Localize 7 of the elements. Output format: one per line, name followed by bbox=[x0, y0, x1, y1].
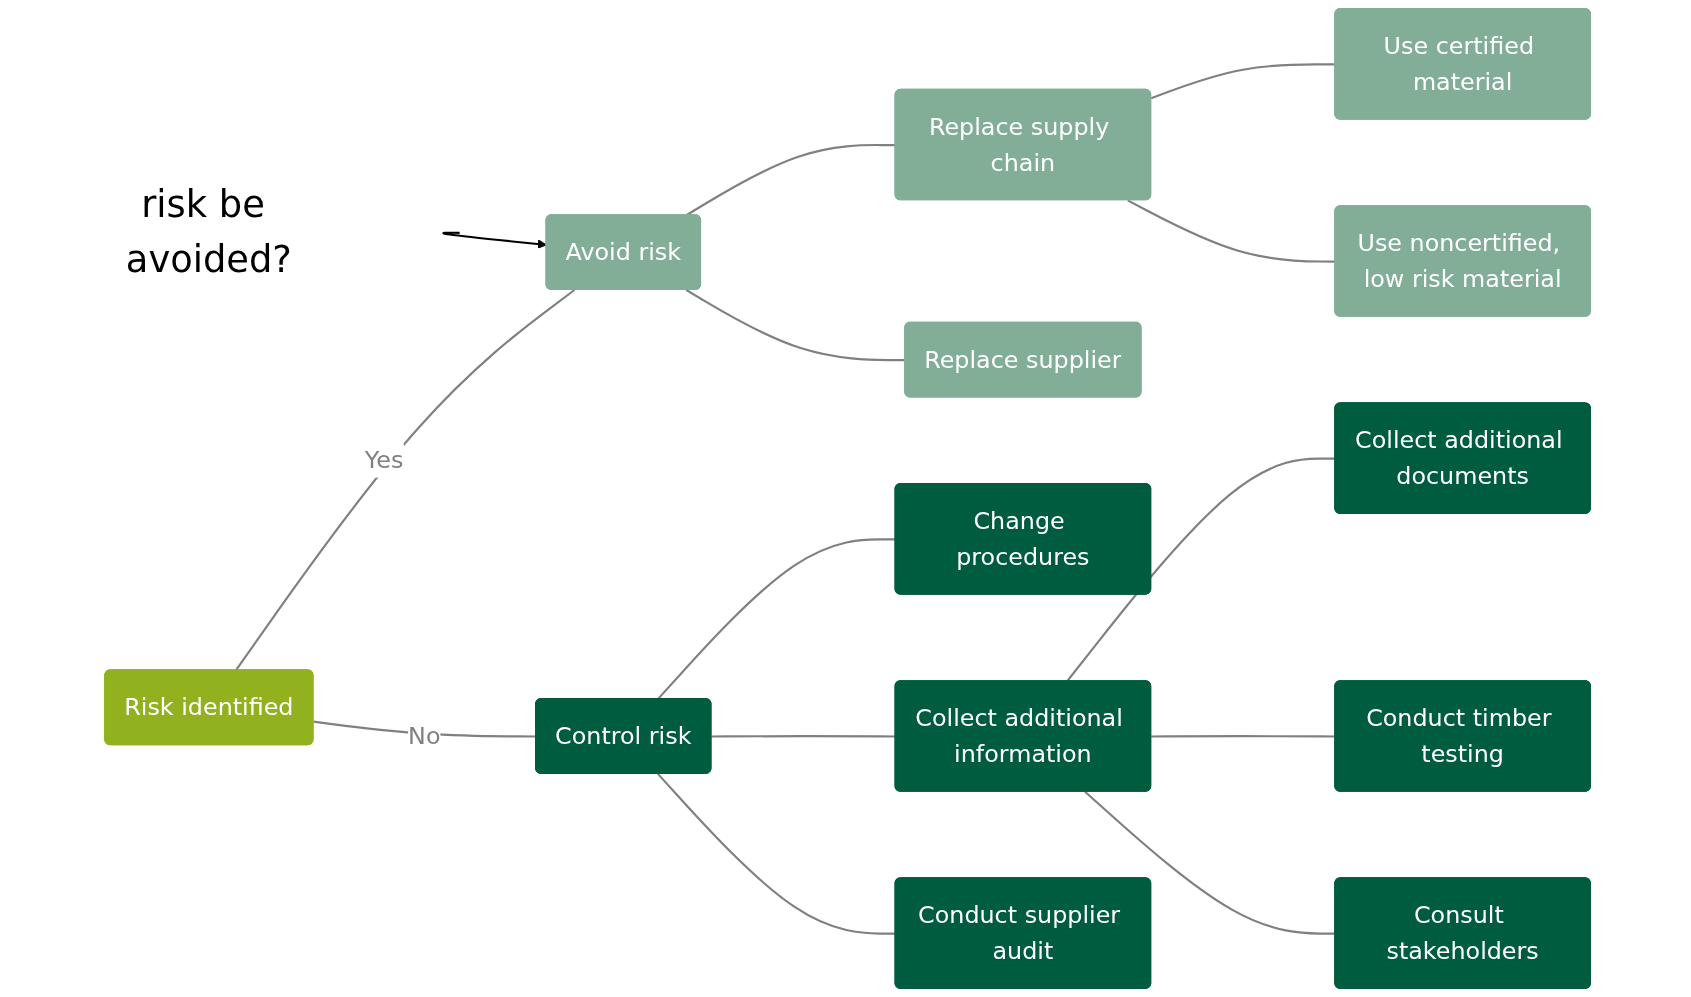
connector bbox=[657, 538, 896, 700]
connector bbox=[711, 735, 896, 738]
node-text: risk be avoided? bbox=[125, 182, 292, 282]
connector bbox=[657, 773, 896, 935]
edge-label: Yes bbox=[364, 446, 404, 474]
arrow bbox=[443, 231, 547, 249]
edge-label: No bbox=[408, 722, 441, 750]
